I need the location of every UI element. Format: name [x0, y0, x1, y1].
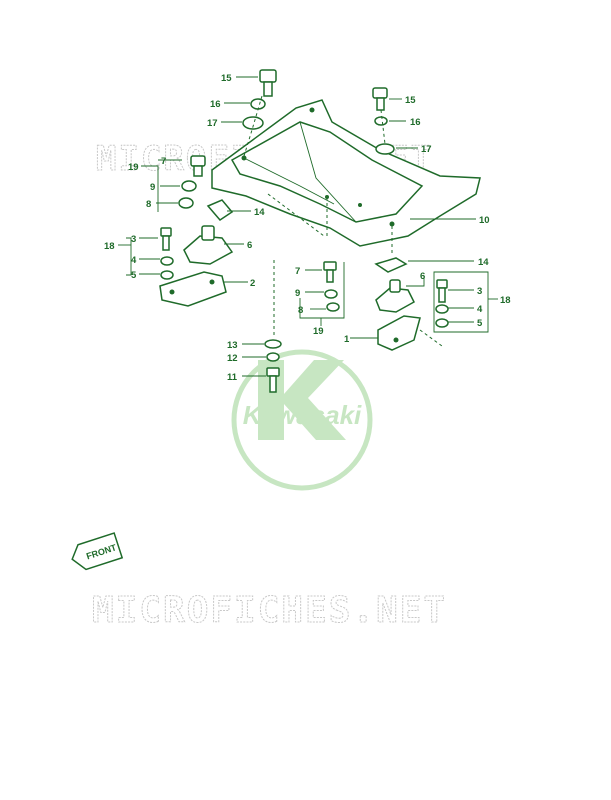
callout-7-left: 7: [161, 156, 166, 167]
callout-19-left: 19: [128, 162, 139, 173]
callout-6-right: 6: [420, 271, 425, 282]
watermark-site-bottom: MICROFICHES.NET: [92, 590, 447, 631]
callout-12: 12: [227, 353, 238, 364]
washer-part-13: [264, 339, 282, 349]
washer-part-4-left: [160, 256, 174, 266]
callout-5-left: 5: [131, 270, 137, 281]
nut-part-16-left: [250, 98, 266, 110]
washer-part-17-right: [375, 143, 395, 155]
rubber-mount-part-6-right: [375, 279, 415, 313]
callout-14-right: 14: [478, 257, 489, 268]
bracket-part-2: [159, 271, 227, 307]
subframe-part-10: [211, 99, 481, 256]
callout-6-left: 6: [247, 240, 252, 251]
bolt-part-7-right: [323, 261, 337, 283]
callout-1: 1: [344, 334, 350, 345]
callout-8-left: 8: [146, 199, 151, 210]
callout-17-right: 17: [421, 144, 432, 155]
callout-16-right: 16: [410, 117, 421, 128]
nut-part-16-right: [374, 116, 388, 126]
watermark-brand: Kawasaki: [243, 400, 362, 430]
callout-17-left: 17: [207, 118, 218, 129]
bolt-part-15-left: [259, 69, 277, 97]
callout-13: 13: [227, 340, 238, 351]
callout-labels: 15 16 17 19 7 9 8 14 18 3 4 5 6 2 15 16 …: [104, 73, 511, 383]
callout-14-left: 14: [254, 207, 265, 218]
clip-part-14-right: [374, 257, 408, 273]
callout-8-right: 8: [298, 305, 303, 316]
clip-part-14-left: [206, 199, 234, 221]
callout-15-right: 15: [405, 95, 416, 106]
callout-7-right: 7: [295, 266, 300, 277]
callout-16-left: 16: [210, 99, 221, 110]
bracket-part-1: [377, 315, 421, 351]
callout-4-left: 4: [131, 255, 137, 266]
callout-11: 11: [227, 372, 238, 383]
nut-part-5-left: [160, 270, 174, 280]
callout-18-right: 18: [500, 295, 511, 306]
lockwasher-part-12: [266, 352, 280, 362]
nut-part-8-right: [326, 302, 340, 312]
bolt-part-11: [266, 367, 280, 393]
watermark-kawasaki-logo: Kawasaki: [231, 349, 373, 491]
callout-9-left: 9: [150, 182, 155, 193]
callout-10: 10: [479, 215, 490, 226]
nut-part-8-left: [178, 197, 194, 209]
nut-part-5-right: [435, 318, 449, 328]
washer-part-9-right: [324, 289, 338, 299]
callout-4-right: 4: [477, 304, 483, 315]
bolt-part-15-right: [372, 87, 388, 111]
callout-5-right: 5: [477, 318, 483, 329]
callout-15-left: 15: [221, 73, 232, 84]
callout-3-left: 3: [131, 234, 136, 245]
callout-3-right: 3: [477, 286, 482, 297]
front-direction-tag: FRONT: [71, 532, 124, 571]
leader-lines: [118, 76, 498, 377]
callout-18-left: 18: [104, 241, 115, 252]
callout-9-right: 9: [295, 288, 300, 299]
washer-part-4-right: [435, 304, 449, 314]
bolt-part-3-right: [436, 279, 448, 303]
washer-part-17-left: [242, 116, 264, 130]
bolt-part-3-left: [160, 227, 172, 251]
bolt-part-7-left: [190, 155, 206, 177]
callout-19-right: 19: [313, 326, 324, 337]
rubber-mount-part-6-left: [183, 225, 234, 265]
washer-part-9-left: [181, 180, 197, 192]
callout-2: 2: [250, 278, 255, 289]
